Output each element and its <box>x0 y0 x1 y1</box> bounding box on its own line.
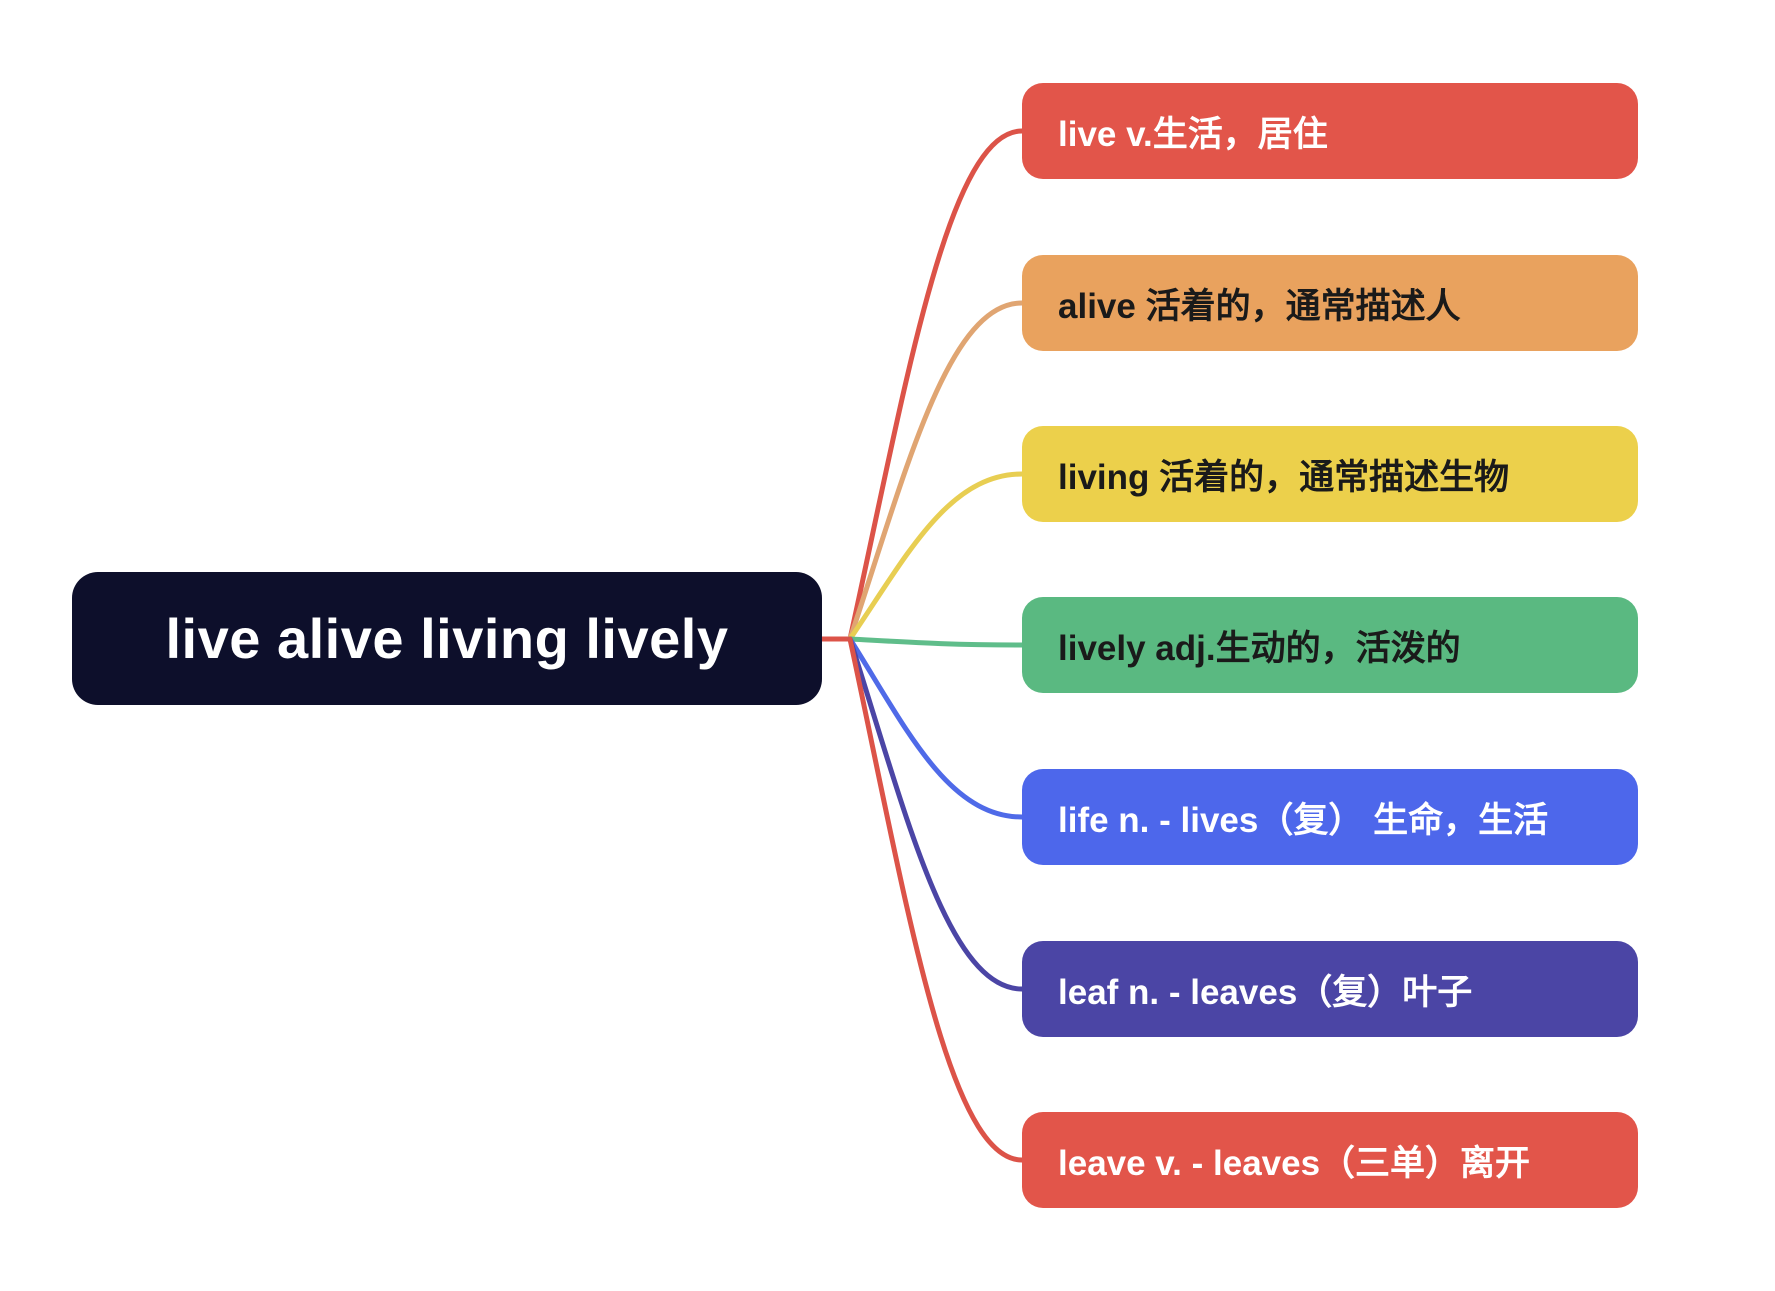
branch-node[interactable]: alive 活着的，通常描述人 <box>1022 255 1638 351</box>
connector-line <box>847 636 1025 1163</box>
branch-node-label: live v.生活，居住 <box>1058 114 1328 154</box>
connector-line <box>847 471 1025 642</box>
branch-node-label: alive 活着的，通常描述人 <box>1058 286 1461 326</box>
branch-node-label: lively adj.生动的，活泼的 <box>1058 628 1461 668</box>
connector-line <box>847 300 1025 642</box>
connector-line <box>847 128 1025 642</box>
connector-line <box>847 636 1025 648</box>
root-node-label: live alive living lively <box>165 607 729 670</box>
connector-line <box>847 636 1025 992</box>
branch-node-label: leave v. - leaves（三单）离开 <box>1058 1143 1531 1183</box>
connector-line <box>847 636 1025 820</box>
root-node[interactable]: live alive living lively <box>72 572 822 705</box>
branch-node[interactable]: live v.生活，居住 <box>1022 83 1638 179</box>
branch-node[interactable]: lively adj.生动的，活泼的 <box>1022 597 1638 693</box>
branch-node-label: living 活着的，通常描述生物 <box>1058 457 1510 497</box>
branch-node[interactable]: living 活着的，通常描述生物 <box>1022 426 1638 522</box>
branch-node-label: leaf n. - leaves（复）叶子 <box>1058 972 1473 1012</box>
branch-node[interactable]: leaf n. - leaves（复）叶子 <box>1022 941 1638 1037</box>
branch-node[interactable]: life n. - lives（复） 生命，生活 <box>1022 769 1638 865</box>
branch-node-label: life n. - lives（复） 生命，生活 <box>1058 800 1549 840</box>
branch-node[interactable]: leave v. - leaves（三单）离开 <box>1022 1112 1638 1208</box>
